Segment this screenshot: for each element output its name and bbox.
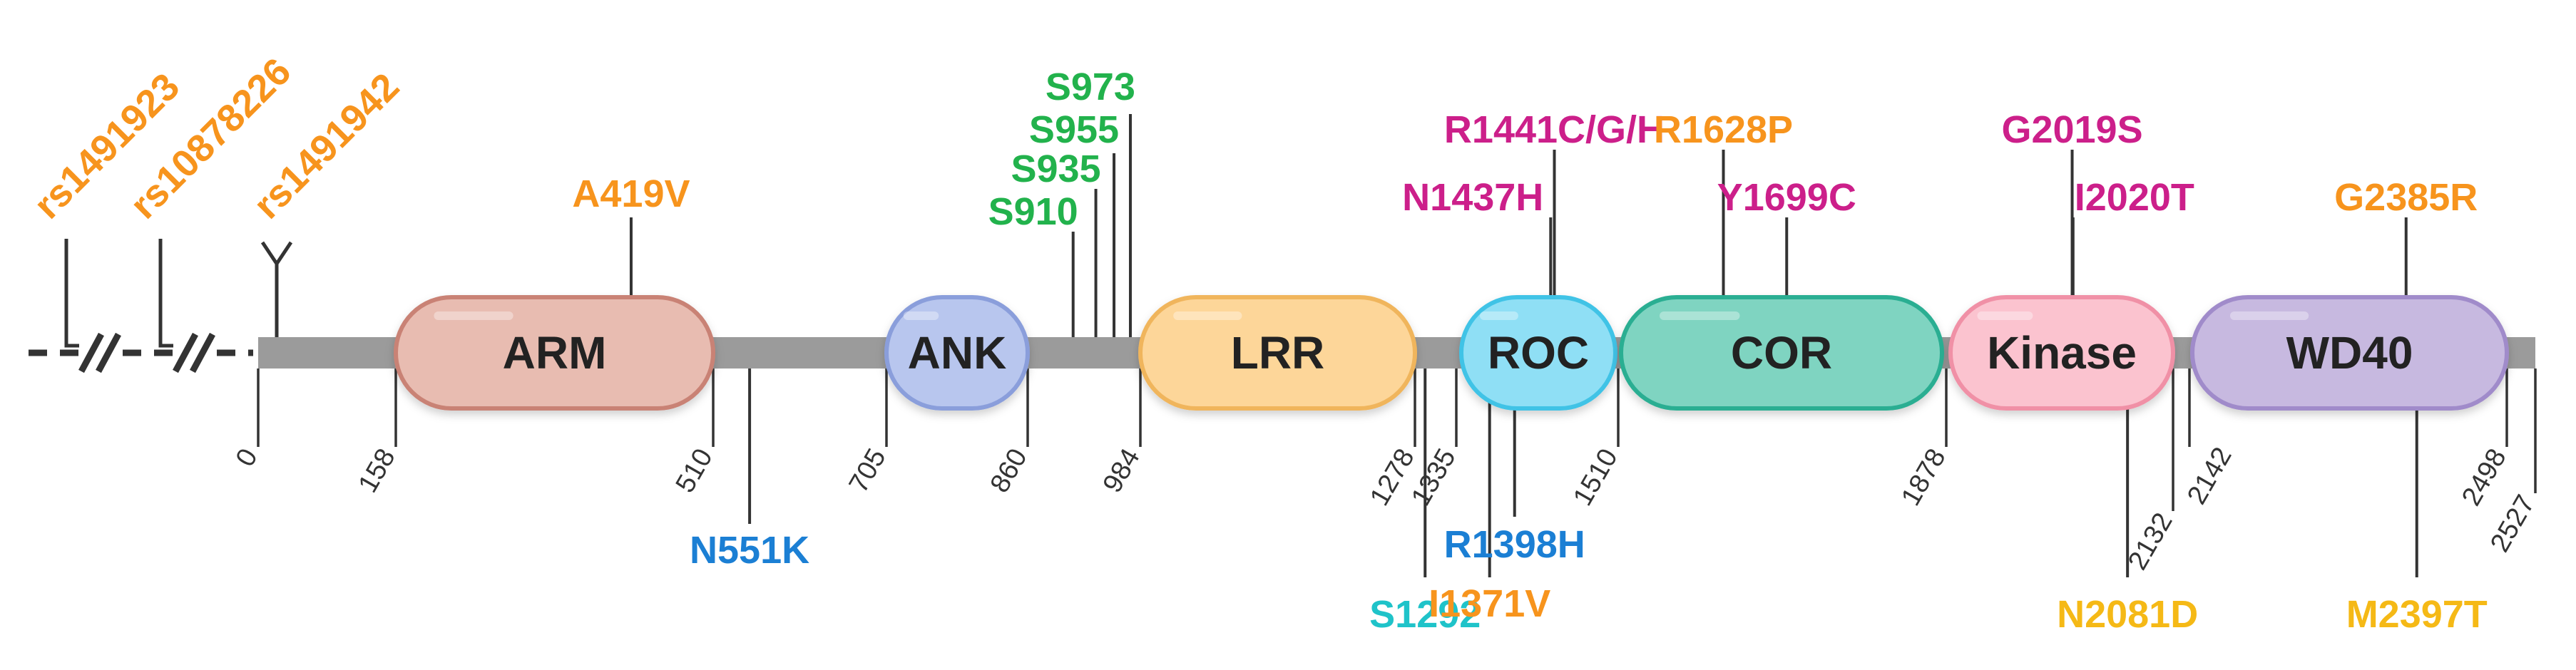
variant-g2385r: G2385R (2334, 176, 2478, 337)
variant-m2397t: M2397T (2346, 368, 2488, 636)
domain-cor: COR (1619, 295, 1944, 411)
position-label: 2132 (2122, 508, 2179, 575)
domain-box (2190, 295, 2509, 411)
domain-arm: ARM (394, 295, 715, 411)
variant-i2020t: I2020T (2071, 176, 2194, 337)
domain-label: ANK (908, 327, 1007, 378)
domain-label: WD40 (2286, 327, 2413, 378)
variant-s1292: S1292 (1369, 368, 1481, 636)
variant-label: G2385R (2334, 176, 2478, 219)
variant-label: I2020T (2075, 176, 2194, 219)
variant-label: S973 (1046, 66, 1135, 108)
variant-s935: S935 (1011, 148, 1101, 337)
variant-label: M2397T (2346, 593, 2488, 636)
domain-box (1459, 295, 1617, 411)
variant-label: S910 (988, 190, 1078, 233)
domain-kinase: Kinase (1948, 295, 2175, 411)
variant-label: S1292 (1369, 593, 1481, 636)
domain-roc: ROC (1459, 295, 1617, 411)
break-mark (173, 332, 215, 373)
variant-label: S935 (1011, 148, 1100, 190)
variant-label: N1437H (1402, 176, 1543, 219)
position-label: 705 (844, 444, 892, 498)
domain-ank: ANK (884, 295, 1030, 411)
domain-label: LRR (1231, 327, 1325, 378)
position-label: 510 (670, 444, 719, 498)
position-tick-0: 0 (230, 368, 264, 472)
domain-box (394, 295, 715, 411)
variant-label: R1441C/G/H (1444, 108, 1665, 151)
position-label: 1335 (1406, 444, 1462, 511)
variant-label: Y1699C (1717, 176, 1856, 219)
position-tick-705: 705 (844, 368, 892, 498)
variant-r1441c-g-h: R1441C/G/H (1444, 108, 1665, 337)
variant-s973: S973 (1046, 66, 1135, 337)
domain-label: COR (1731, 327, 1832, 378)
domain-label: Kinase (1987, 327, 2137, 378)
position-label: 860 (985, 444, 1033, 498)
variant-s955: S955 (1029, 108, 1119, 337)
position-tick-984: 984 (1098, 368, 1146, 498)
position-label: 2527 (2485, 490, 2541, 557)
variant-n1437h: N1437H (1402, 176, 1553, 337)
variant-label: I1371V (1428, 582, 1550, 625)
variant-n551k: N551K (690, 368, 809, 572)
position-label: 1878 (1896, 444, 1952, 511)
variant-label: S955 (1029, 108, 1119, 151)
domain-box (1138, 295, 1417, 411)
variant-label: G2019S (2001, 108, 2142, 151)
variant-label: R1628P (1654, 108, 1793, 151)
position-label: 2142 (2182, 443, 2238, 510)
domain-wd40: WD40 (2190, 295, 2509, 411)
position-label: 984 (1098, 444, 1146, 498)
position-tick-158: 158 (353, 368, 402, 498)
domain-lrr: LRR (1138, 295, 1417, 411)
position-label: 158 (353, 444, 402, 498)
variant-label: R1398H (1444, 523, 1585, 566)
variant-label: A419V (572, 172, 690, 215)
position-label: 2498 (2456, 444, 2513, 511)
upstream-break-line (29, 332, 253, 373)
domain-box (1619, 295, 1944, 411)
position-label: 0 (230, 444, 264, 472)
domain-boxes: ARM ANK LRR ROC COR Kinase WD40 (394, 295, 2509, 411)
variant-i1371v: I1371V (1428, 368, 1550, 625)
break-mark (78, 332, 121, 373)
position-label: 1510 (1568, 444, 1624, 511)
domain-label: ROC (1488, 327, 1589, 378)
domain-box (1948, 295, 2175, 411)
position-label: 1278 (1364, 444, 1421, 511)
domain-box (884, 295, 1030, 411)
variant-label: N551K (690, 529, 809, 572)
domain-label: ARM (503, 327, 607, 378)
variant-label: N2081D (2057, 593, 2198, 636)
variant-s910: S910 (988, 190, 1078, 337)
